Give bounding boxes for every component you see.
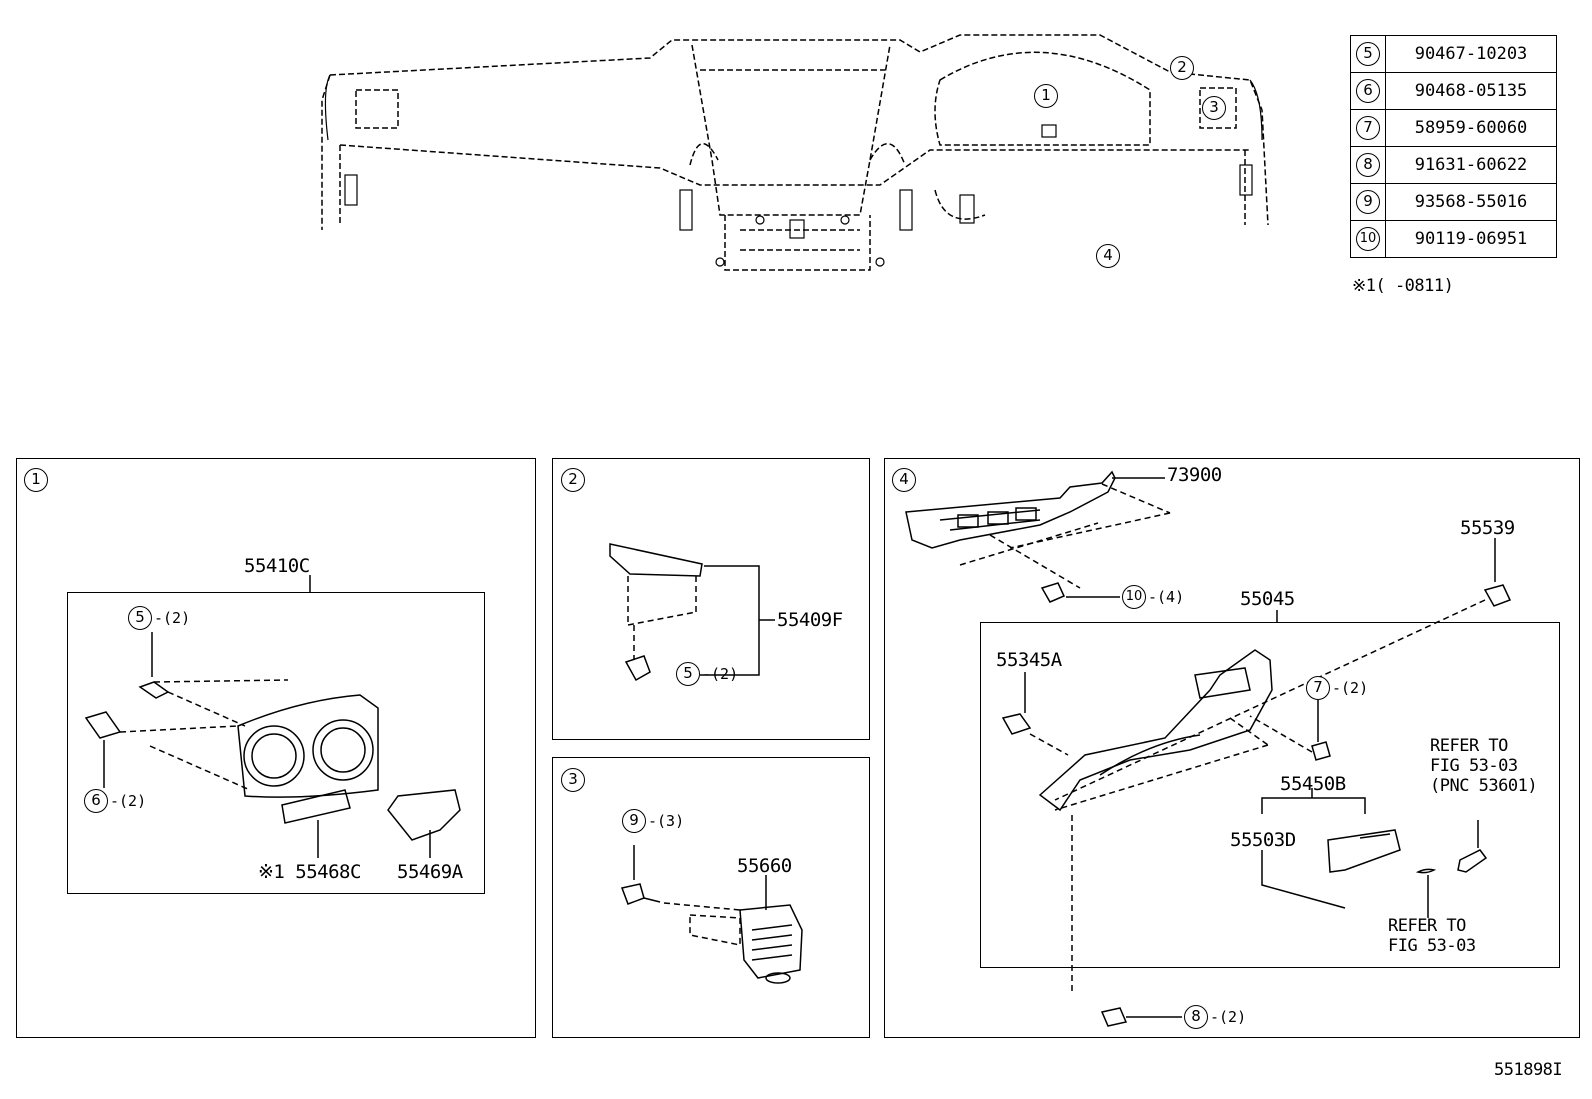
combination-meter-hood-drawing	[84, 575, 461, 858]
part-label-55410C: 55410C	[244, 555, 310, 577]
table-ref-circle: 7	[1356, 116, 1380, 140]
table-part-number: 90467-10203	[1385, 35, 1557, 73]
table-row: 5 90467-10203	[1350, 35, 1557, 73]
cover-55409F-drawing	[609, 543, 775, 682]
table-ref-circle: 10	[1356, 227, 1380, 251]
table-row: 8 91631-60622	[1350, 146, 1557, 184]
refer-note-2-line-1: REFER TO	[1388, 916, 1466, 936]
table-row: 7 58959-60060	[1350, 109, 1557, 147]
table-part-number: 91631-60622	[1385, 146, 1557, 184]
lower-panel-drawing	[905, 470, 1512, 1027]
qty-6: -(2)	[110, 792, 147, 810]
qty-8: -(2)	[1210, 1008, 1247, 1026]
callout-5: 5	[128, 606, 152, 630]
figure-id: 551898I	[1494, 1060, 1563, 1080]
panel-2	[552, 458, 870, 740]
dashboard-overview-drawing	[321, 34, 1269, 271]
table-ref-circle: 8	[1356, 153, 1380, 177]
callout-5: 5	[676, 662, 700, 686]
table-part-number: 90468-05135	[1385, 72, 1557, 110]
callout-8: 8	[1184, 1005, 1208, 1029]
panel-1-assembly-box	[67, 592, 485, 894]
parts-number-table: 5 90467-10203 6 90468-05135 7 58959-6006…	[1350, 35, 1557, 258]
refer-note-1-line-3: (PNC 53601)	[1430, 776, 1538, 796]
table-part-number: 58959-60060	[1385, 109, 1557, 147]
callout-9: 9	[622, 809, 646, 833]
part-label-55045: 55045	[1240, 588, 1295, 610]
qty-5: -(2)	[154, 609, 191, 627]
table-part-number: 93568-55016	[1385, 183, 1557, 221]
refer-note-1-line-2: FIG 53-03	[1430, 756, 1518, 776]
part-label-55660: 55660	[737, 855, 792, 877]
dashboard-detail-lines	[324, 74, 1263, 267]
table-row: 6 90468-05135	[1350, 72, 1557, 110]
table-row: 9 93568-55016	[1350, 183, 1557, 221]
overview-callout-1: 1	[1034, 84, 1058, 108]
callout-7: 7	[1306, 676, 1330, 700]
overview-callout-4: 4	[1096, 244, 1120, 268]
part-label-55345A: 55345A	[996, 649, 1062, 671]
panel-4	[884, 458, 1580, 1038]
panel-1	[16, 458, 536, 1038]
register-55660-drawing	[620, 845, 803, 984]
qty-10: -(4)	[1148, 588, 1185, 606]
refer-note-1-line-1: REFER TO	[1430, 736, 1508, 756]
part-label-55503D: 55503D	[1230, 829, 1296, 851]
panel-3	[552, 757, 870, 1038]
table-part-number: 90119-06951	[1385, 220, 1557, 258]
panel-4-number: 4	[892, 468, 916, 492]
part-label-73900: 73900	[1167, 464, 1222, 486]
panel-4-assembly-box	[980, 622, 1560, 968]
part-label-55539: 55539	[1460, 517, 1515, 539]
table-ref-circle: 9	[1356, 190, 1380, 214]
table-ref-circle: 5	[1356, 42, 1380, 66]
panel-1-number: 1	[24, 468, 48, 492]
table-row: 10 90119-06951	[1350, 220, 1557, 258]
footnote: ※1( -0811)	[1352, 276, 1454, 296]
part-label-55468C: ※1 55468C	[258, 861, 361, 883]
part-label-55409F: 55409F	[777, 609, 843, 631]
part-label-55469A: 55469A	[397, 861, 463, 883]
qty-9: -(3)	[648, 812, 685, 830]
part-label-55450B: 55450B	[1280, 773, 1346, 795]
panel-2-number: 2	[561, 468, 585, 492]
refer-note-2-line-2: FIG 53-03	[1388, 936, 1476, 956]
panel-3-number: 3	[561, 768, 585, 792]
qty-5: -(2)	[702, 665, 739, 683]
table-ref-circle: 6	[1356, 79, 1380, 103]
callout-10: 10	[1122, 585, 1146, 609]
qty-7: -(2)	[1332, 679, 1369, 697]
overview-callout-3: 3	[1202, 96, 1226, 120]
callout-6: 6	[84, 789, 108, 813]
overview-callout-2: 2	[1170, 56, 1194, 80]
